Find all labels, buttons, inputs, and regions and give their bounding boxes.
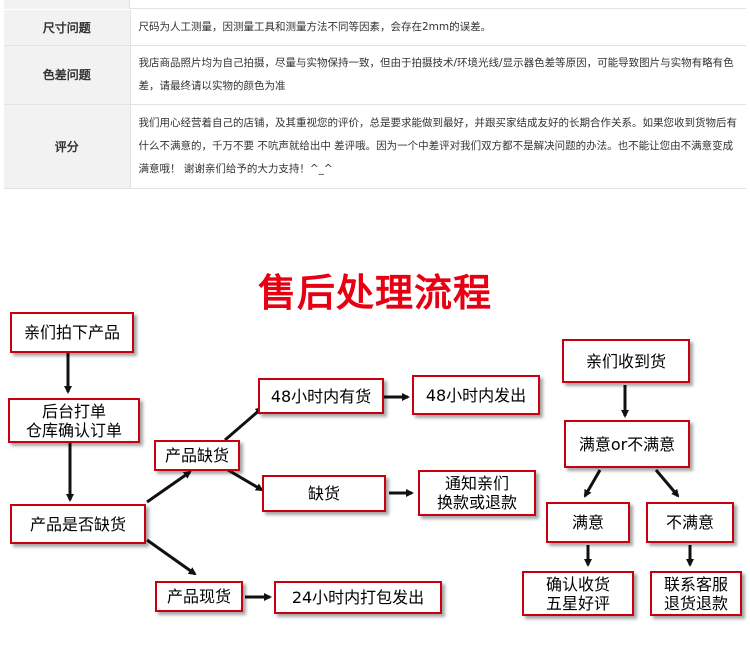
flow-box-missing: 缺货 (262, 475, 386, 512)
flow-title: 售后处理流程 (257, 271, 492, 315)
table-top-edge (4, 0, 746, 9)
flow-box-backend-confirm: 后台打单 仓库确认订单 (8, 398, 140, 443)
table-row-size: 尺寸问题 尺码为人工测量，因测量工具和测量方法不同等因素，会存在2mm的误差。 (4, 10, 746, 45)
flow-box-in-stock: 产品现货 (155, 581, 243, 612)
flow-box-ship-48h: 48小时内发出 (412, 375, 540, 415)
flow-box-satisfied: 满意 (546, 502, 630, 543)
info-table: 尺寸问题 尺码为人工测量，因测量工具和测量方法不同等因素，会存在2mm的误差。 … (4, 10, 746, 189)
row-text: 我们用心经营着自己的店铺，及其重视您的评价，总是要求能做到最好，并跟买家结成友好… (138, 116, 738, 175)
flow-box-check-stock: 产品是否缺货 (10, 504, 146, 544)
flow-box-restock-48h: 48小时内有货 (258, 378, 384, 414)
table-row-color: 色差问题 我店商品照片均为自己拍摄，尽量与实物保持一致，但由于拍摄技术/环境光线… (4, 45, 746, 104)
flow-box-contact-service: 联系客服 退货退款 (650, 571, 742, 616)
row-label: 尺寸问题 (4, 10, 131, 45)
flow-box-confirm-review: 确认收货 五星好评 (522, 571, 634, 616)
table-row-rating: 评分 我们用心经营着自己的店铺，及其重视您的评价，总是要求能做到最好，并跟买家结… (4, 104, 746, 188)
flow-box-satisfied-or-not: 满意or不满意 (564, 420, 690, 468)
flow-box-notify-refund: 通知亲们 换款或退款 (418, 470, 536, 516)
flow-box-out-of-stock: 产品缺货 (154, 440, 240, 471)
flow-box-not-satisfied: 不满意 (646, 502, 734, 543)
flow-box-received: 亲们收到货 (562, 339, 690, 383)
row-label: 评分 (4, 104, 131, 188)
row-text: 我店商品照片均为自己拍摄，尽量与实物保持一致，但由于拍摄技术/环境光线/显示器色… (138, 56, 734, 92)
flow-box-place-order: 亲们拍下产品 (10, 312, 134, 353)
row-text: 尺码为人工测量，因测量工具和测量方法不同等因素，会存在2mm的误差。 (138, 20, 492, 33)
row-label: 色差问题 (4, 45, 131, 104)
flow-box-ship-24h: 24小时内打包发出 (274, 581, 442, 614)
